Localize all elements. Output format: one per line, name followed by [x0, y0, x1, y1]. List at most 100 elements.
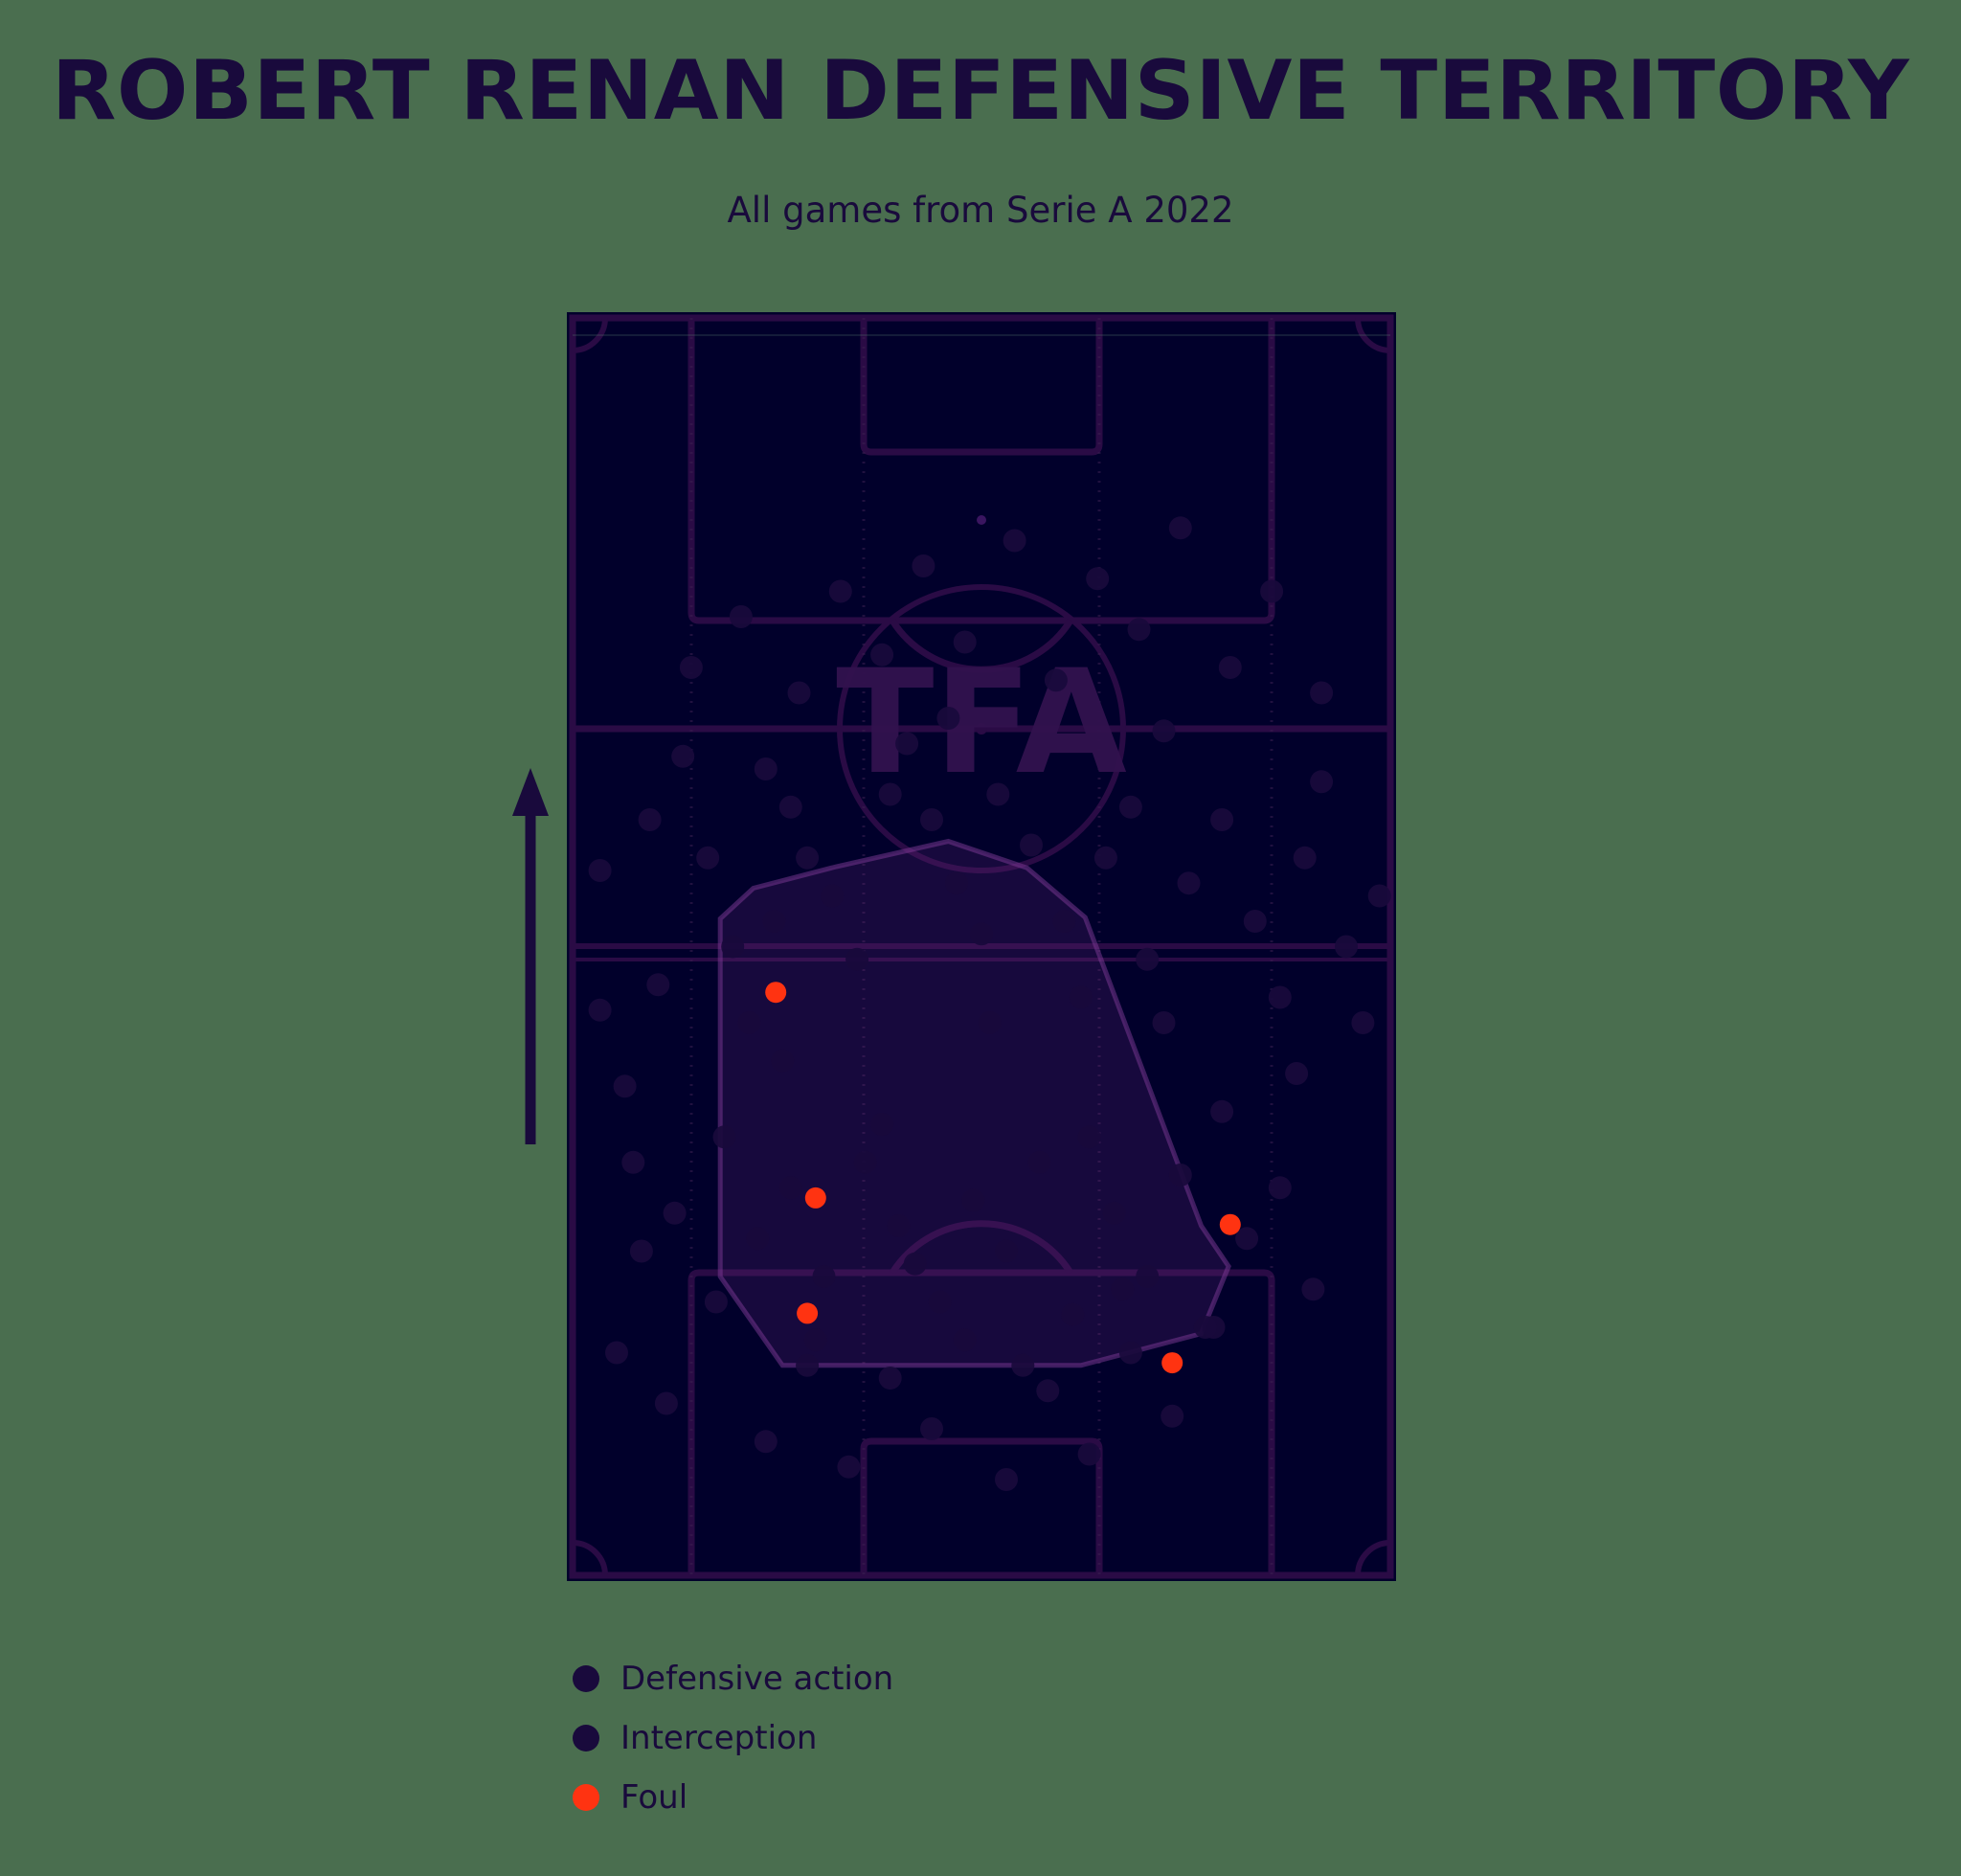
data-point	[1136, 947, 1160, 971]
interception-points	[629, 707, 1309, 1377]
data-point	[737, 1011, 761, 1034]
corner-arc-bottom-right	[1355, 1540, 1391, 1576]
data-point	[903, 1252, 927, 1276]
data-point	[995, 1468, 1018, 1491]
legend-label: Interception	[620, 1719, 818, 1757]
legend-label: Defensive action	[620, 1660, 894, 1698]
data-point	[1335, 935, 1358, 959]
legend-item-foul[interactable]: Foul	[573, 1768, 1147, 1827]
data-point	[588, 859, 612, 882]
data-point	[704, 1290, 728, 1314]
data-point	[870, 1113, 894, 1136]
data-point	[797, 1302, 819, 1324]
data-point	[878, 1367, 902, 1390]
data-point	[1111, 1277, 1135, 1301]
circle-icon	[573, 1725, 599, 1752]
data-point	[1243, 910, 1267, 933]
data-point	[936, 707, 960, 730]
data-point	[1152, 719, 1176, 743]
center-spot	[976, 723, 987, 735]
data-point	[1118, 1341, 1142, 1365]
data-point	[953, 630, 977, 654]
data-point	[754, 1430, 778, 1454]
data-point	[771, 1049, 795, 1073]
data-point	[928, 1290, 952, 1314]
data-point	[605, 1341, 628, 1365]
data-point	[778, 795, 802, 819]
data-point	[1077, 1442, 1101, 1466]
data-point	[638, 808, 662, 831]
data-point	[1118, 795, 1142, 819]
bottom-six-yard-box	[860, 1437, 1103, 1575]
data-point	[1168, 516, 1192, 540]
defensive-action-points	[588, 516, 1391, 1491]
data-point	[1102, 1201, 1126, 1225]
data-point	[978, 1011, 1002, 1034]
circle-icon	[573, 1665, 599, 1692]
data-point	[1069, 985, 1093, 1009]
data-point	[1093, 846, 1117, 870]
data-point	[696, 846, 720, 870]
data-point	[1351, 1011, 1375, 1034]
data-point	[870, 643, 894, 667]
legend-item-defensive-action[interactable]: Defensive action	[573, 1649, 1147, 1708]
data-point	[1044, 668, 1068, 692]
data-point	[1086, 567, 1110, 591]
data-point	[1027, 1150, 1051, 1174]
data-point	[1218, 656, 1242, 679]
legend-item-interception[interactable]: Interception	[573, 1708, 1147, 1768]
data-point	[1003, 529, 1026, 553]
data-point	[945, 871, 968, 895]
corner-arc-top-left	[572, 317, 608, 353]
data-point	[970, 922, 993, 946]
data-point	[646, 973, 670, 997]
data-point	[1127, 618, 1151, 642]
data-point	[1310, 681, 1334, 705]
data-point	[821, 884, 845, 908]
data-point	[1235, 1227, 1259, 1251]
foul-points	[765, 982, 1241, 1374]
top-penalty-spot	[977, 515, 986, 525]
circle-icon	[573, 1784, 599, 1811]
data-point	[654, 1391, 678, 1415]
corner-arc-bottom-left	[572, 1540, 608, 1576]
data-point	[804, 1187, 826, 1209]
data-point	[1285, 1062, 1309, 1085]
data-point	[1268, 985, 1292, 1009]
data-point	[1168, 1164, 1192, 1187]
pitch-guides	[573, 318, 1390, 1575]
data-point	[746, 1227, 770, 1251]
data-point	[588, 998, 612, 1022]
data-point	[1161, 1404, 1184, 1428]
data-point	[671, 744, 695, 768]
corner-arc-top-right	[1355, 317, 1391, 353]
data-point	[613, 1074, 637, 1098]
data-point	[1052, 910, 1076, 933]
attacking-direction-arrow	[512, 768, 549, 1144]
data-point	[828, 579, 852, 603]
data-point	[1136, 1265, 1160, 1288]
top-six-yard-box	[860, 318, 1103, 456]
data-point	[837, 1455, 861, 1479]
data-point	[961, 1188, 985, 1212]
data-point	[1061, 1302, 1085, 1326]
data-point	[1177, 871, 1201, 895]
data-point	[1011, 1353, 1035, 1377]
data-point	[787, 681, 811, 705]
data-point	[953, 1328, 977, 1352]
defensive-territory-hull	[717, 838, 1231, 1368]
data-point	[1310, 770, 1334, 794]
data-point	[1020, 833, 1043, 857]
data-point	[712, 1125, 736, 1149]
page-subtitle: All games from Serie A 2022	[727, 190, 1234, 231]
data-point	[765, 982, 787, 1004]
football-pitch: TFA	[567, 312, 1396, 1581]
data-point	[621, 1150, 645, 1174]
data-point	[629, 1239, 653, 1263]
data-point	[1210, 808, 1234, 831]
data-point	[845, 947, 869, 971]
data-point	[803, 1328, 827, 1352]
data-point	[1219, 1213, 1241, 1235]
page-title: ROBERT RENAN DEFENSIVE TERRITORY	[51, 43, 1910, 139]
